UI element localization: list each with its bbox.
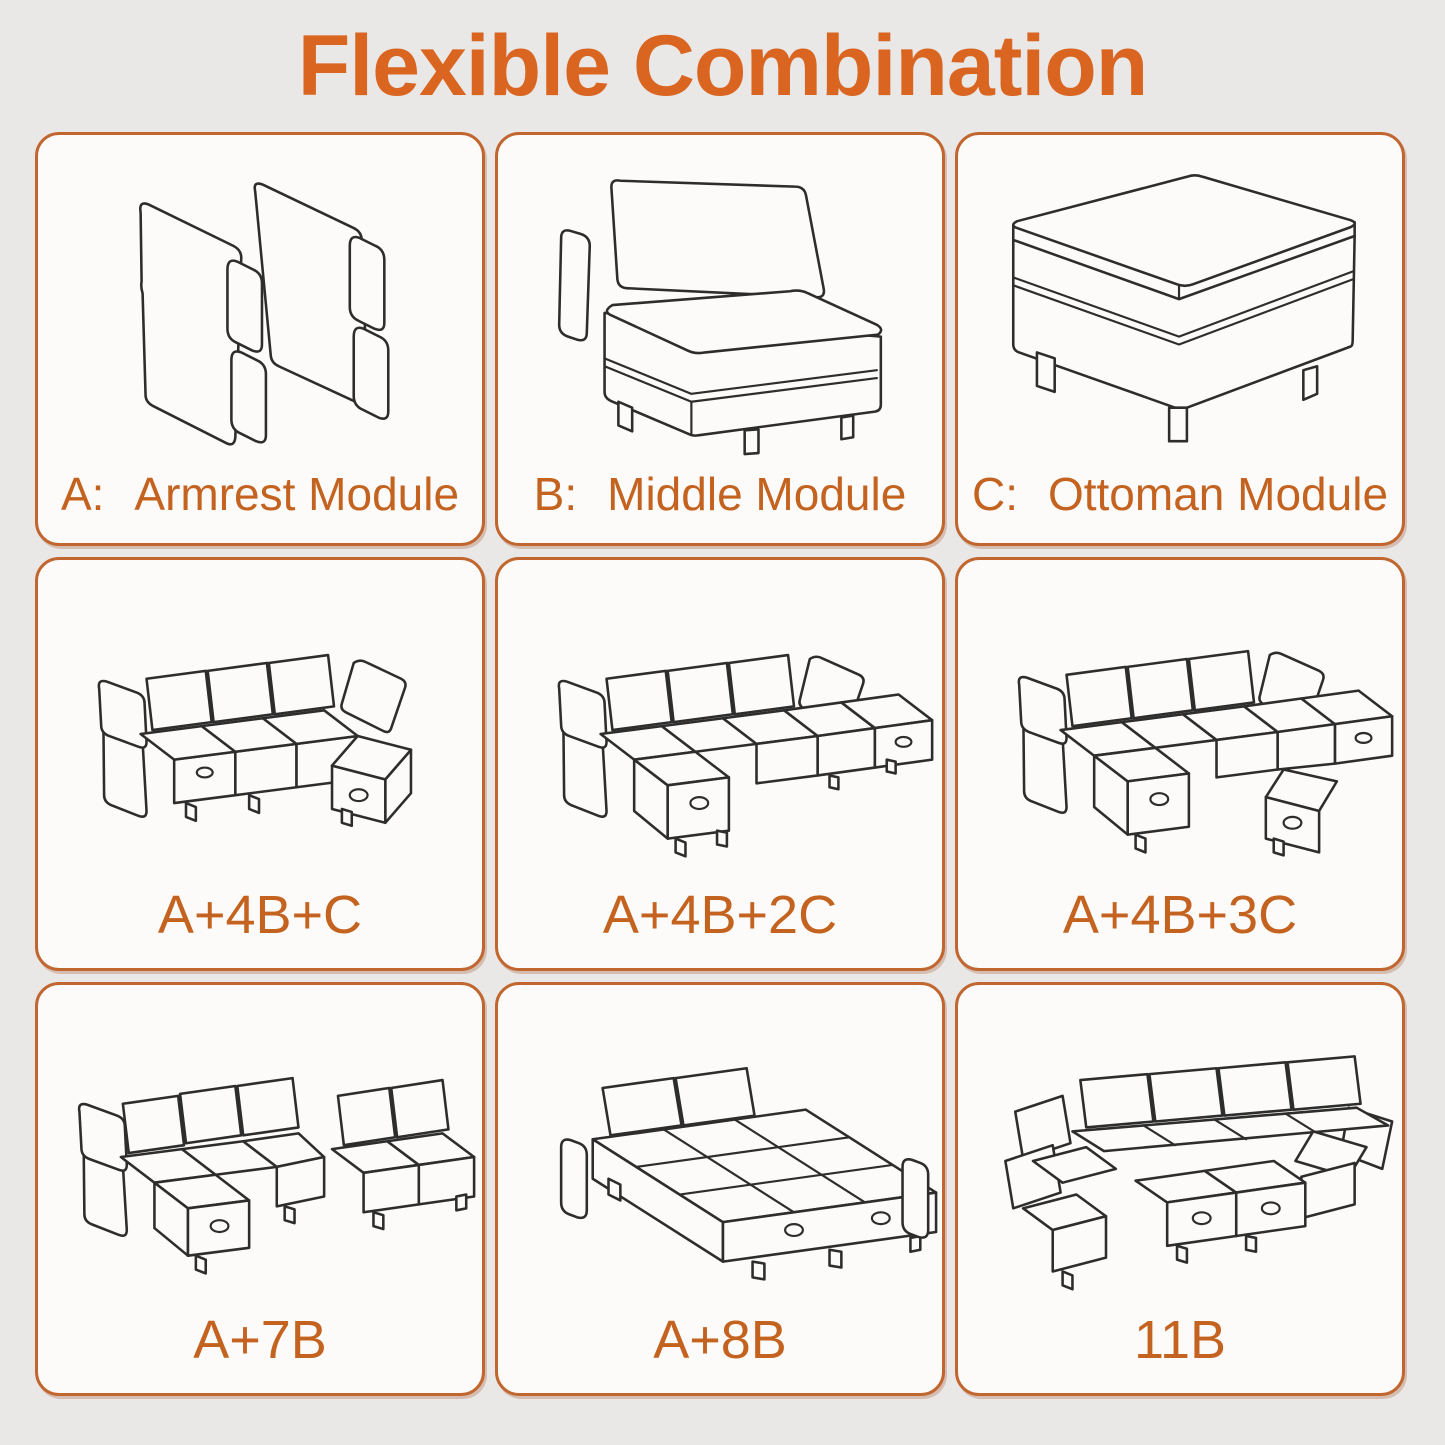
card-caption: A: Armrest Module xyxy=(38,471,482,517)
card-caption: A+8B xyxy=(498,1313,942,1367)
card-caption: 11B xyxy=(958,1313,1402,1367)
combo-a-4b-2c-illustration xyxy=(498,566,942,902)
large-u-sectional-icon xyxy=(1004,1055,1394,1291)
combo-formula: 11B xyxy=(1133,1310,1227,1370)
middle-module-illustration xyxy=(498,141,942,477)
page-title: Flexible Combination xyxy=(297,17,1149,114)
module-letter: A: xyxy=(60,468,105,520)
card-combo-a-4b-c: A+4B+C xyxy=(35,557,485,971)
l-shaped-sectional-icon xyxy=(97,653,413,828)
module-name: Middle Module xyxy=(607,468,907,520)
combo-formula: A+4B+3C xyxy=(1062,885,1298,945)
combo-formula: A+4B+C xyxy=(157,885,363,945)
ottoman-module-illustration xyxy=(958,141,1402,477)
combo-formula: A+8B xyxy=(653,1310,787,1370)
armrest-module-icon xyxy=(139,182,390,446)
corner-sofa-plus-loveseat-icon xyxy=(77,1076,476,1275)
card-ottoman-module: C: Ottoman Module xyxy=(955,132,1405,546)
card-caption: C: Ottoman Module xyxy=(958,471,1402,517)
middle-module-icon xyxy=(557,179,883,456)
card-caption: A+4B+3C xyxy=(958,888,1402,942)
combo-formula: A+7B xyxy=(193,1310,327,1370)
card-combo-a-8b: A+8B xyxy=(495,982,945,1396)
combo-a-7b-illustration xyxy=(38,991,482,1327)
combo-a-4b-c-illustration xyxy=(38,566,482,902)
card-caption: A+4B+C xyxy=(38,888,482,942)
card-combo-a-7b: A+7B xyxy=(35,982,485,1396)
combo-a-4b-3c-illustration xyxy=(958,566,1402,902)
card-caption: B: Middle Module xyxy=(498,471,942,517)
card-combo-11b: 11B xyxy=(955,982,1405,1396)
combo-a-8b-illustration xyxy=(498,991,942,1327)
combination-grid: A: Armrest Module B: Middle Module xyxy=(35,132,1445,1396)
card-combo-a-4b-2c: A+4B+2C xyxy=(495,557,945,971)
module-letter: C: xyxy=(971,468,1018,520)
card-armrest-module: A: Armrest Module xyxy=(35,132,485,546)
card-caption: A+7B xyxy=(38,1313,482,1367)
combo-formula: A+4B+2C xyxy=(602,885,838,945)
module-name: Armrest Module xyxy=(134,468,460,520)
card-combo-a-4b-3c: A+4B+3C xyxy=(955,557,1405,971)
header: Flexible Combination xyxy=(0,0,1445,132)
ottoman-module-icon xyxy=(1011,174,1356,443)
card-middle-module: B: Middle Module xyxy=(495,132,945,546)
card-caption: A+4B+2C xyxy=(498,888,942,942)
sectional-two-ottomans-icon xyxy=(557,653,934,858)
sofa-bed-icon xyxy=(559,1066,938,1281)
u-shaped-sectional-icon xyxy=(1017,649,1394,857)
combo-11b-illustration xyxy=(958,991,1402,1327)
module-letter: B: xyxy=(533,468,578,520)
armrest-module-illustration xyxy=(38,141,482,477)
module-name: Ottoman Module xyxy=(1047,468,1389,520)
